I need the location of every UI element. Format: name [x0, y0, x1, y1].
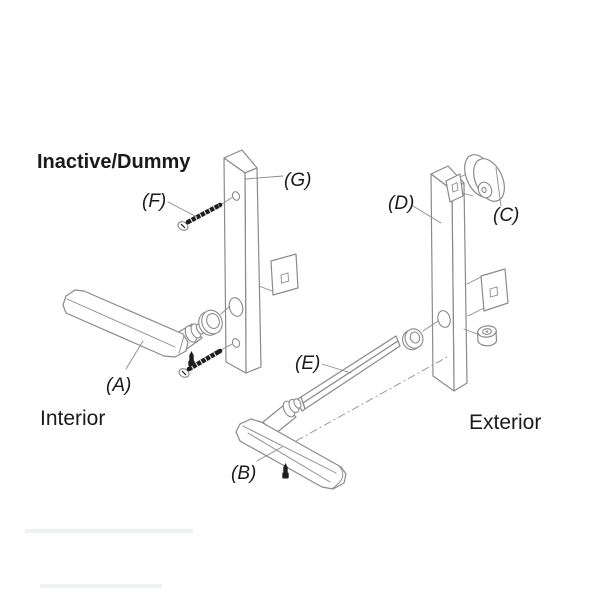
- label-part-g: (G): [284, 170, 311, 191]
- thumbturn-knob: [445, 154, 505, 203]
- label-leaders: [125, 167, 502, 462]
- label-part-e: (E): [295, 353, 320, 374]
- fixing-nut: [463, 325, 498, 347]
- leader-c: [495, 167, 502, 207]
- set-screw-exterior: [282, 463, 289, 479]
- exterior-caption: Exterior: [469, 411, 541, 434]
- mounting-hole: [489, 286, 498, 298]
- label-part-b: (B): [231, 463, 256, 484]
- interior-handle: [62, 289, 205, 358]
- handle-grip: [62, 289, 189, 358]
- spindle: [297, 335, 401, 412]
- spindle-hole: [228, 297, 244, 317]
- spindle-hole: [437, 310, 451, 328]
- label-part-d: (D): [388, 193, 414, 214]
- leader-e: [321, 363, 352, 374]
- mounting-hole: [280, 272, 289, 284]
- interior-mounting-plate: [258, 253, 299, 296]
- leader-a: [125, 340, 144, 370]
- fixing-screw-top: [177, 197, 233, 231]
- exterior-handle: [235, 398, 347, 490]
- fixing-screw-bottom: [178, 343, 233, 378]
- screw-hole-top: [231, 191, 241, 201]
- label-part-f: (F): [142, 191, 166, 212]
- leader-b: [256, 446, 283, 462]
- scan-artifacts: [25, 529, 193, 588]
- set-screw-interior: [188, 351, 195, 366]
- interior-backplate: [223, 149, 262, 374]
- leader-g: [245, 175, 284, 180]
- assembly-axis-line: [295, 355, 450, 442]
- label-part-c: (C): [493, 205, 519, 226]
- screw-hole-bottom: [231, 338, 241, 348]
- interior-caption: Interior: [40, 407, 105, 430]
- diagram-title: Inactive/Dummy: [37, 151, 191, 173]
- label-part-a: (A): [106, 375, 131, 396]
- leader-f: [167, 201, 198, 218]
- spindle-washer: [402, 320, 439, 351]
- leader-d: [412, 205, 442, 224]
- handle-collar-washer: [198, 305, 231, 336]
- exterior-mounting-plate: [466, 268, 509, 317]
- knob-stub: [445, 173, 464, 203]
